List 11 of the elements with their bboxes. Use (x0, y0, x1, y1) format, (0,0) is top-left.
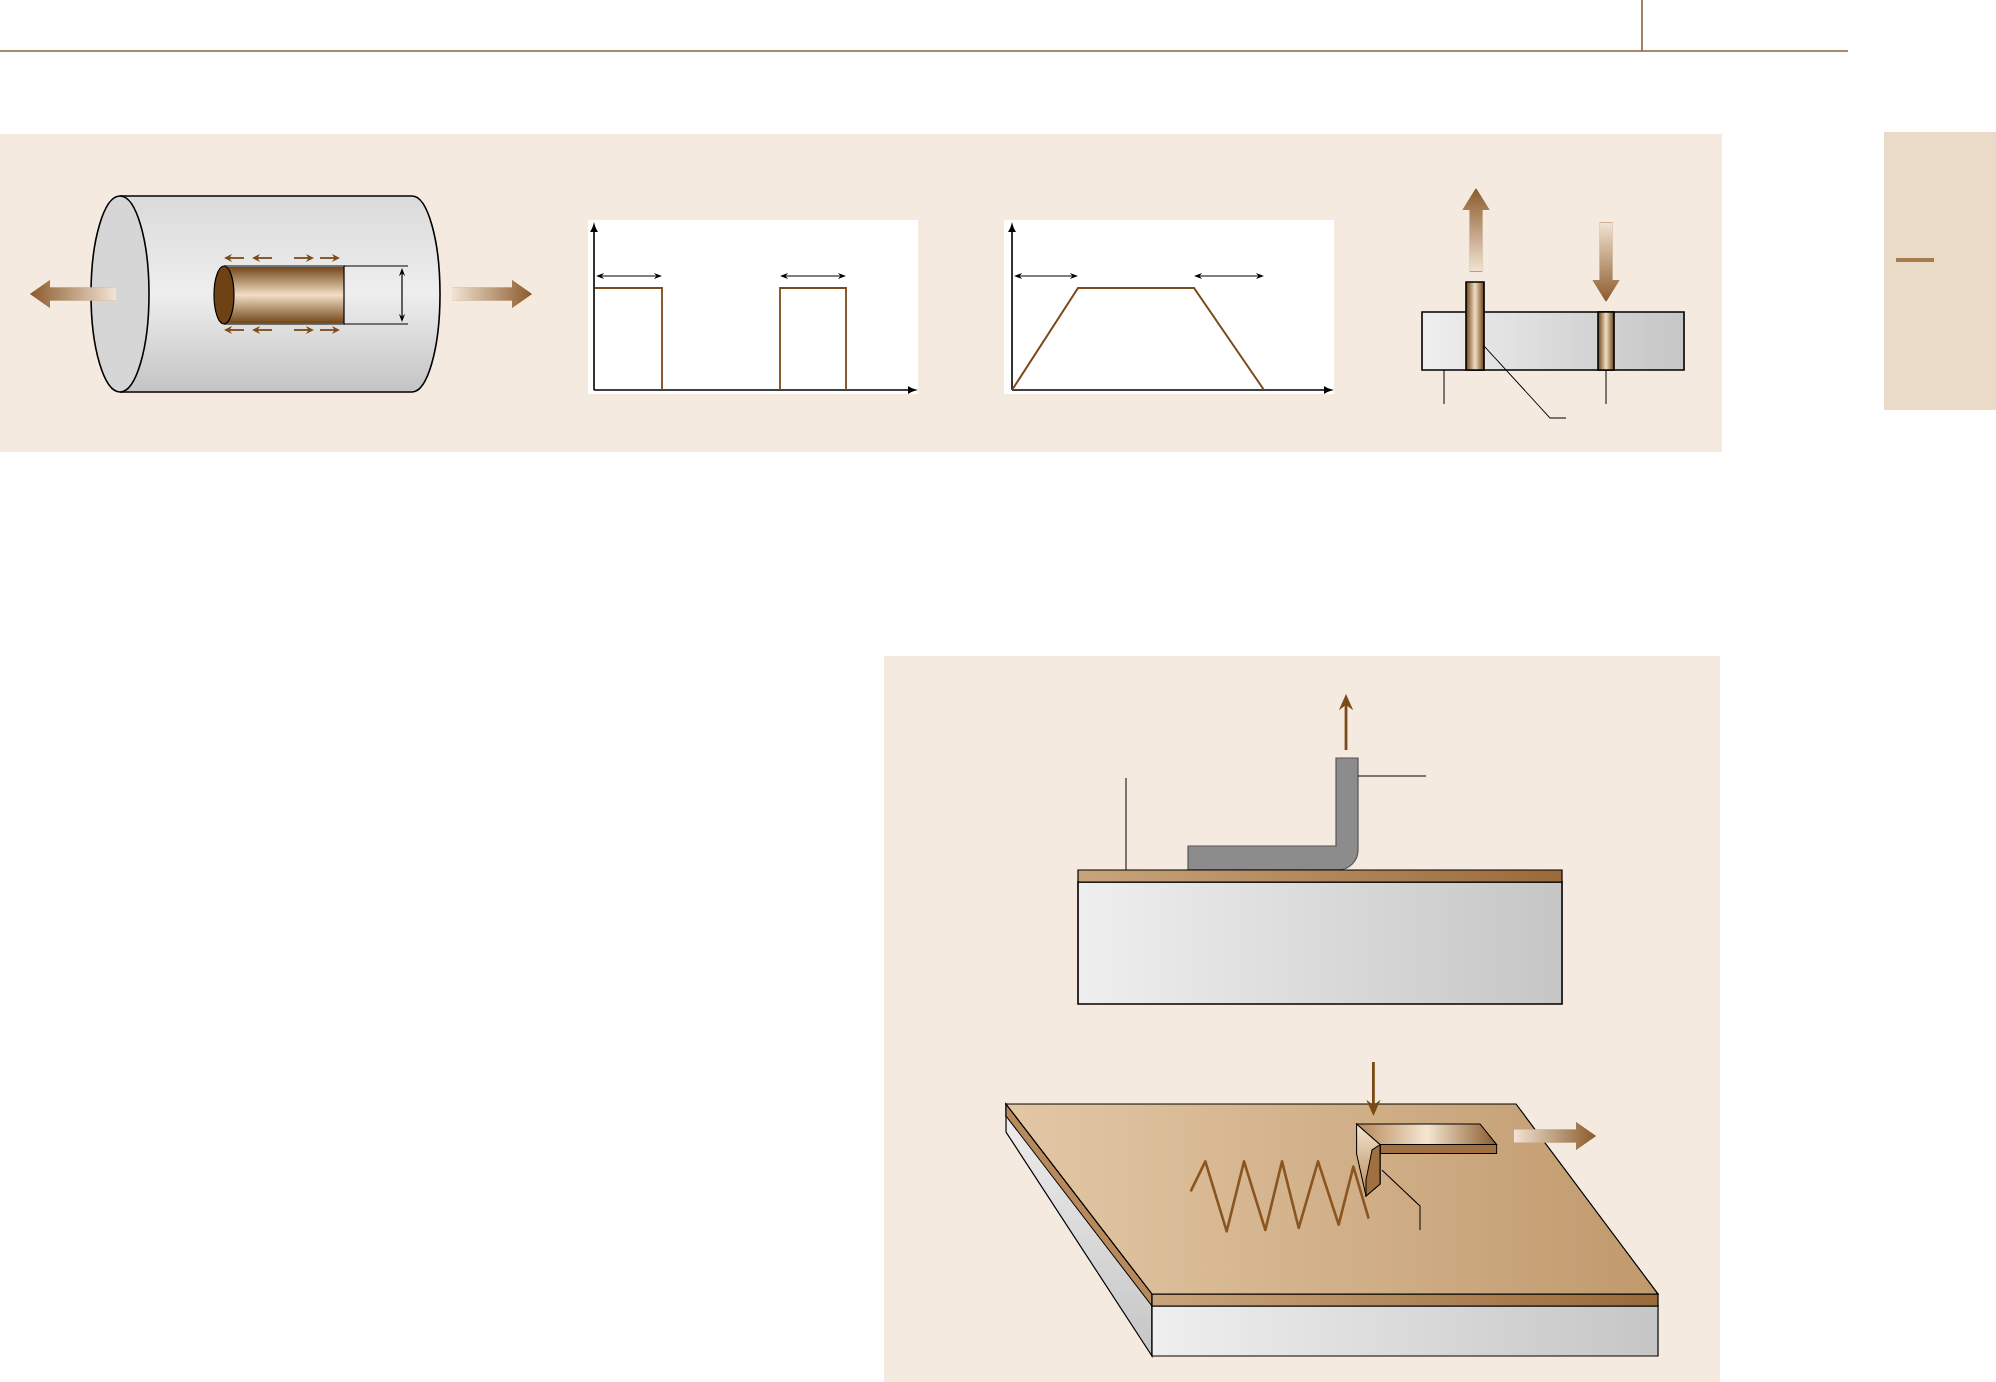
strip (1187, 757, 1359, 871)
tool (1356, 1123, 1498, 1197)
leader-line (1357, 775, 1427, 777)
coating-layer (1077, 869, 1563, 883)
leader-line (1125, 777, 1127, 871)
pin (1465, 281, 1485, 371)
leader-line (1381, 1169, 1421, 1231)
leader-line (1483, 345, 1567, 419)
leader-line (1443, 369, 1445, 405)
pin (1597, 311, 1615, 371)
leader-line (1605, 369, 1607, 405)
